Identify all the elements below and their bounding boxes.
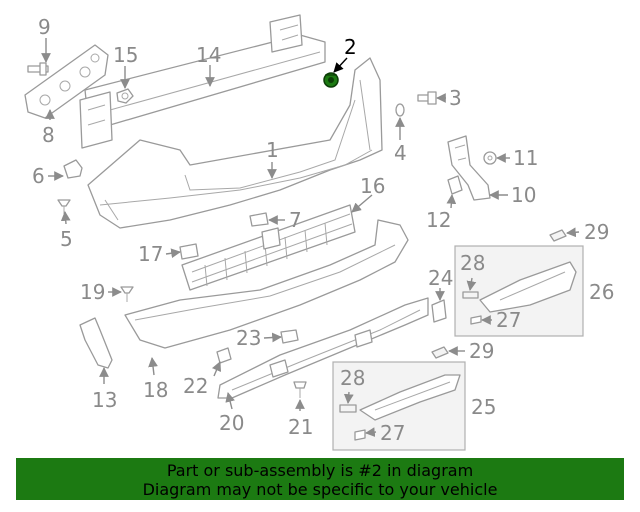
callout-20: 20: [219, 411, 244, 435]
subassembly-box-26: [454, 245, 584, 337]
leader-lines: [41, 38, 580, 437]
callout-1: 1: [266, 138, 279, 162]
callout-2: 2: [344, 35, 357, 59]
callout-24: 24: [428, 266, 453, 290]
callout-10: 10: [511, 183, 536, 207]
banner-line-1: Part or sub-assembly is #2 in diagram: [166, 461, 474, 480]
callout-15: 15: [113, 43, 138, 67]
callout-labels: 9 15 14 2 3 8 4 1 11 6 16 10 12 5 7 29 1…: [32, 15, 614, 445]
callout-16: 16: [360, 174, 385, 198]
screw-5: [57, 199, 71, 214]
banner-line-2: Diagram may not be specific to your vehi…: [142, 480, 498, 499]
bumper-cover-lower: [124, 219, 409, 349]
callout-3: 3: [449, 86, 462, 110]
retainer-part-2: [323, 72, 339, 88]
callout-9: 9: [38, 15, 51, 39]
clip-12: [447, 175, 463, 195]
callout-8: 8: [42, 123, 55, 147]
callout-17: 17: [138, 242, 163, 266]
absorber-16: [181, 204, 356, 291]
callout-21: 21: [288, 415, 313, 439]
callout-29a: 29: [584, 220, 609, 244]
bracket-left: [24, 44, 109, 119]
parts-diagram: 9 15 14 2 3 8 4 1 11 6 16 10 12 5 7 29 1…: [24, 14, 614, 451]
callout-19: 19: [80, 280, 105, 304]
callout-28a: 28: [460, 251, 485, 275]
clip-29-upper: [549, 229, 567, 242]
bolt-3: [417, 91, 437, 105]
bumper-cover-upper: [87, 57, 383, 229]
callout-5: 5: [60, 227, 73, 251]
callout-27b: 27: [380, 421, 405, 445]
callout-7: 7: [289, 208, 302, 232]
clip-7: [249, 212, 269, 227]
clip-22: [216, 347, 232, 364]
clip-29-lower: [431, 346, 449, 359]
callout-23: 23: [236, 326, 261, 350]
clip-6: [63, 159, 83, 179]
subassembly-box-25: [332, 361, 466, 451]
callout-26: 26: [589, 280, 614, 304]
clip-24: [431, 299, 447, 323]
impact-bar: [79, 14, 326, 149]
valance-20: [217, 297, 429, 399]
clip-23: [280, 329, 299, 344]
nut-15: [116, 88, 134, 104]
callout-6: 6: [32, 164, 45, 188]
callout-29b: 29: [469, 339, 494, 363]
callout-4: 4: [394, 141, 407, 165]
info-banner: Part or sub-assembly is #2 in diagram Di…: [16, 458, 624, 500]
bracket-13: [79, 317, 113, 369]
fastener-21: [293, 381, 307, 398]
callout-22: 22: [183, 374, 208, 398]
callout-14: 14: [196, 43, 221, 67]
callout-27a: 27: [496, 308, 521, 332]
callout-11: 11: [513, 146, 538, 170]
callout-18: 18: [143, 378, 168, 402]
callout-25: 25: [471, 395, 496, 419]
callout-13: 13: [92, 388, 117, 412]
nut-11: [483, 151, 497, 165]
washer-4: [395, 103, 405, 117]
screw-19: [120, 286, 134, 302]
callout-28b: 28: [340, 366, 365, 390]
clip-17: [179, 243, 199, 260]
callout-12: 12: [426, 208, 451, 232]
